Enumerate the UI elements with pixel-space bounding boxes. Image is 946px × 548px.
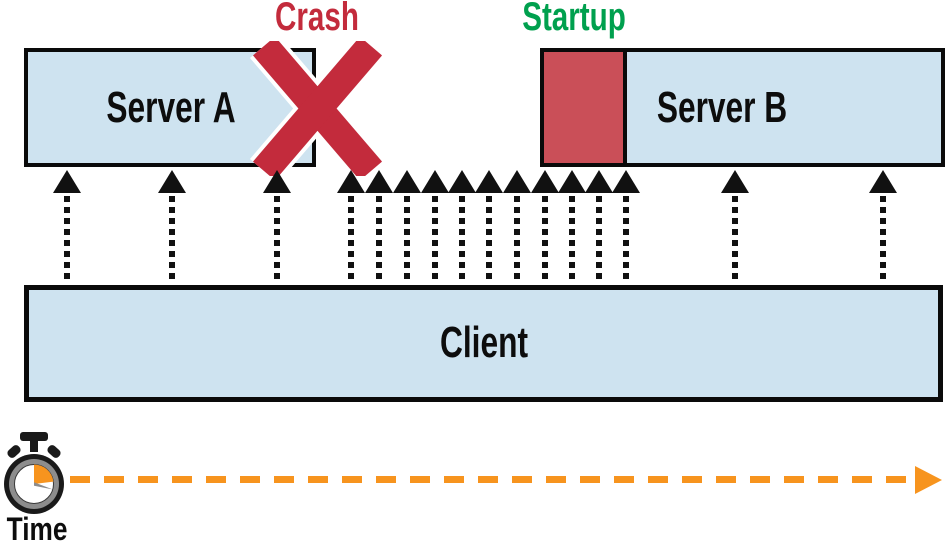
request-arrow <box>448 170 476 283</box>
dotted-stem <box>486 196 492 283</box>
arrowhead-up-icon <box>585 170 613 193</box>
x-mark-icon <box>249 41 386 176</box>
request-arrow <box>365 170 393 283</box>
dotted-stem <box>404 196 410 283</box>
request-arrow <box>721 170 749 283</box>
client-label: Client <box>439 318 528 367</box>
dotted-stem <box>623 196 629 283</box>
server-a-label: Server A <box>106 83 236 132</box>
request-arrow <box>263 170 291 283</box>
dotted-stem <box>376 196 382 283</box>
arrowhead-up-icon <box>612 170 640 193</box>
startup-period-block <box>544 52 627 163</box>
time-axis-arrowhead-icon <box>915 466 942 494</box>
arrowhead-up-icon <box>531 170 559 193</box>
request-arrow <box>421 170 449 283</box>
dotted-stem <box>732 196 738 283</box>
dotted-stem <box>274 196 280 283</box>
arrowhead-up-icon <box>393 170 421 193</box>
arrowhead-up-icon <box>421 170 449 193</box>
request-arrow <box>585 170 613 283</box>
arrowhead-up-icon <box>721 170 749 193</box>
request-arrow <box>612 170 640 283</box>
request-arrow <box>393 170 421 283</box>
dotted-stem <box>348 196 354 283</box>
request-arrow <box>869 170 897 283</box>
request-arrow <box>337 170 365 283</box>
startup-label: Startup <box>522 0 626 39</box>
request-arrow <box>531 170 559 283</box>
server-b-box <box>540 48 945 167</box>
crash-label: Crash <box>275 0 359 39</box>
server-b-label: Server B <box>656 83 788 132</box>
dotted-stem <box>432 196 438 283</box>
request-arrow <box>53 170 81 283</box>
arrowhead-up-icon <box>475 170 503 193</box>
dotted-stem <box>596 196 602 283</box>
time-label: Time <box>6 511 68 547</box>
dotted-stem <box>459 196 465 283</box>
dotted-stem <box>542 196 548 283</box>
dotted-stem <box>64 196 70 283</box>
arrowhead-up-icon <box>558 170 586 193</box>
time-axis-dashed-line <box>70 476 915 483</box>
request-arrow <box>475 170 503 283</box>
arrowhead-up-icon <box>869 170 897 193</box>
arrowhead-up-icon <box>503 170 531 193</box>
arrowhead-up-icon <box>53 170 81 193</box>
arrowhead-up-icon <box>158 170 186 193</box>
dotted-stem <box>880 196 886 283</box>
dotted-stem <box>514 196 520 283</box>
request-arrow <box>158 170 186 283</box>
dotted-stem <box>569 196 575 283</box>
stopwatch-icon <box>4 432 64 514</box>
arrowhead-up-icon <box>448 170 476 193</box>
dotted-stem <box>169 196 175 283</box>
request-arrow <box>558 170 586 283</box>
request-arrow <box>503 170 531 283</box>
client-box <box>24 285 943 402</box>
